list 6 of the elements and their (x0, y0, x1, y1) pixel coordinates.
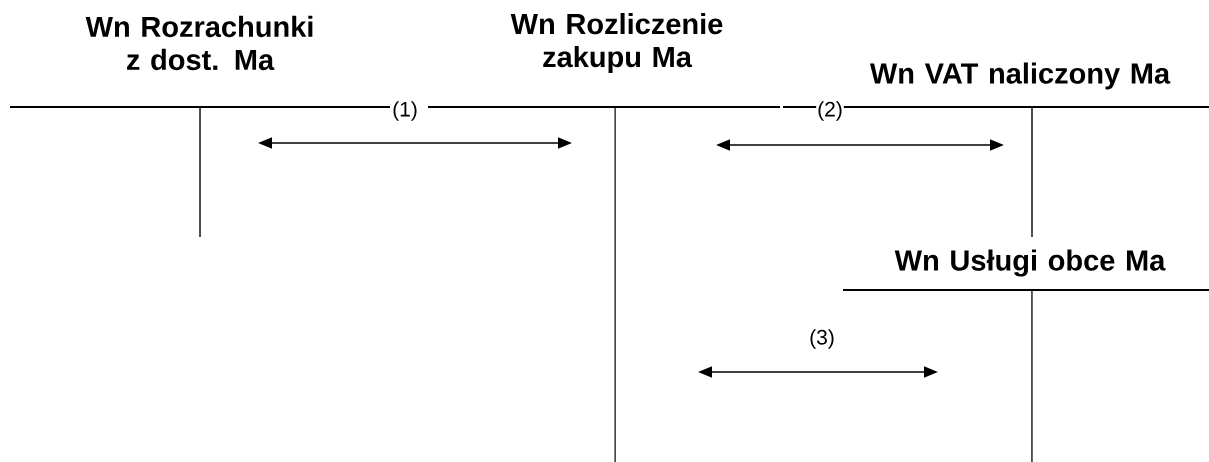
edge-label: (3) (808, 328, 836, 350)
edge-label: (2) (816, 100, 844, 122)
t-account: Wn Usługi obce Ma (843, 249, 1209, 462)
t-account: Wn Rozliczenie zakupu Ma (428, 13, 780, 462)
t-account: Wn Rozrachunki z dost. Ma (10, 15, 390, 238)
edge-label: (1) (391, 100, 419, 122)
